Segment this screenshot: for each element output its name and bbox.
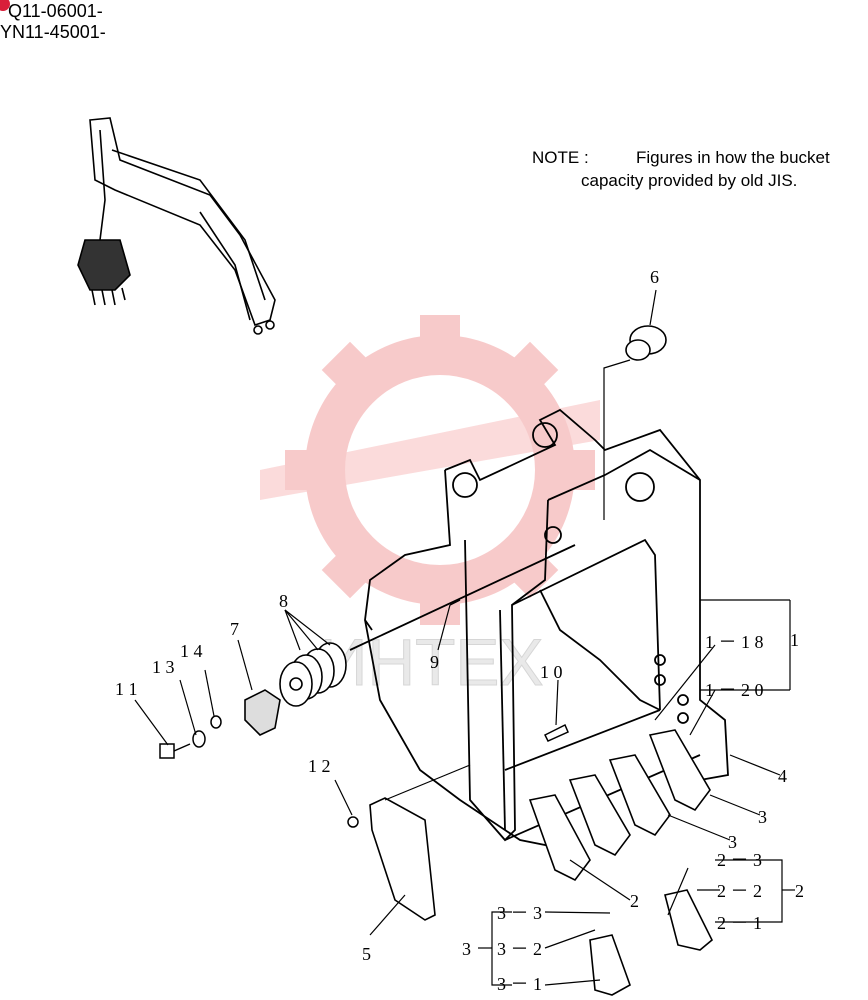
callout-1-20: 1 － 2 0 (705, 680, 764, 700)
retaining-plate-part (244, 689, 281, 736)
callout-3-2: 3 － 2 (497, 939, 542, 959)
fasteners (159, 599, 569, 828)
callout-2-1: 2 － 1 (717, 913, 762, 933)
shim-stack-part (279, 642, 347, 707)
serial-range-1-text: Q11-06001- (8, 1, 103, 21)
callout-10: 1 0 (540, 662, 563, 682)
callout-14: 1 4 (180, 641, 203, 661)
callout-2-2: 2 － 2 (717, 881, 762, 901)
callout-9: 9 (430, 652, 439, 672)
callout-2-group: 2 (795, 881, 804, 901)
callout-12: 1 2 (308, 756, 331, 776)
callout-11: 1 1 (115, 679, 138, 699)
callout-8: 8 (279, 591, 288, 611)
callout-5: 5 (362, 944, 371, 964)
callout-3b: 3 (728, 832, 737, 852)
callout-4: 4 (778, 766, 787, 786)
leader-lines (134, 289, 795, 986)
callout-1-18: 1 － 1 8 (705, 632, 764, 652)
side-cutter-part (369, 797, 436, 921)
callout-3-group: 3 (462, 939, 471, 959)
note-line-2: capacity provided by old JIS. (581, 171, 798, 190)
callout-2-3: 2 － 3 (717, 850, 762, 870)
excavator-arm-thumbnail (77, 117, 276, 335)
callout-1: 1 (790, 630, 799, 650)
callout-3-1: 3 － 1 (497, 974, 542, 994)
watermark-text: ИНТЕХ (320, 625, 543, 699)
callout-7: 7 (230, 619, 239, 639)
serial-range-2: YN11-45001- (0, 22, 106, 42)
callout-13: 1 3 (152, 657, 175, 677)
bucket-teeth (528, 729, 713, 996)
serial-range-1: Q11-06001- (0, 0, 103, 22)
note-label: NOTE : (532, 148, 589, 167)
bushing-part (625, 325, 667, 361)
note-line-1: Figures in how the bucket (636, 148, 830, 167)
callout-3a: 3 (758, 807, 767, 827)
callout-6: 6 (650, 267, 659, 287)
watermark-gear-icon (260, 315, 600, 625)
bucket-body (349, 408, 729, 851)
callout-3-3: 3 － 3 (497, 903, 542, 923)
callout-2: 2 (630, 891, 639, 911)
red-badge-icon (0, 0, 10, 11)
